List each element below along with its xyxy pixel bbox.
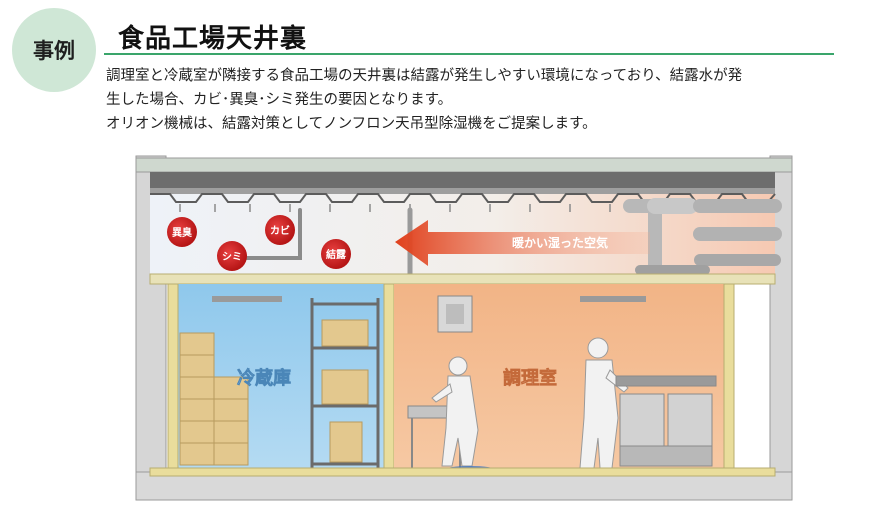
condensation-label: 結露 [326,248,347,261]
ceiling-deck [150,172,776,212]
page-title: 食品工場天井裏 [118,24,308,54]
case-badge-label: 事例 [33,39,75,63]
odor-label: 異臭 [172,226,192,239]
kitchen-label: 調理室 [503,367,557,389]
ducts [238,198,782,341]
floor [149,467,776,477]
problem-bubbles: 異臭 シミ カビ 結露 [167,215,351,271]
case-badge: 事例 [12,8,96,92]
title-underline [104,53,834,55]
stain-bubble [217,241,247,271]
kitchen-room: 調理室 [394,283,735,475]
cold-room-label: 冷蔵庫 [237,367,291,389]
description-line-1: 調理室と冷蔵室が隣接する食品工場の天井裏は結露が発生しやすい環境になっており、結… [106,68,743,84]
description-line-2: 生した場合、カビ･異臭･シミ発生の要因となります。 [106,92,453,108]
stain-label: シミ [222,251,242,263]
cold-room: 冷蔵庫 [167,283,395,475]
building-frame [135,155,793,501]
ceiling-beam [149,273,776,285]
warm-air-label: 暖かい湿った空気 [512,235,608,250]
description-line-3: オリオン機械は、結露対策としてノンフロン天吊型除湿機をご提案します。 [106,116,597,132]
description: 調理室と冷蔵室が隣接する食品工場の天井裏は結露が発生しやすい環境になっており、結… [106,64,846,136]
odor-bubble [167,217,197,247]
mold-bubble [265,215,295,245]
factory-ceiling-diagram: 異臭 シミ カビ 結露 暖かい湿った空気 [135,155,793,501]
mold-label: カビ [270,224,290,237]
condensation-bubble [321,239,351,269]
warm-air-arrow: 暖かい湿った空気 [395,220,650,266]
